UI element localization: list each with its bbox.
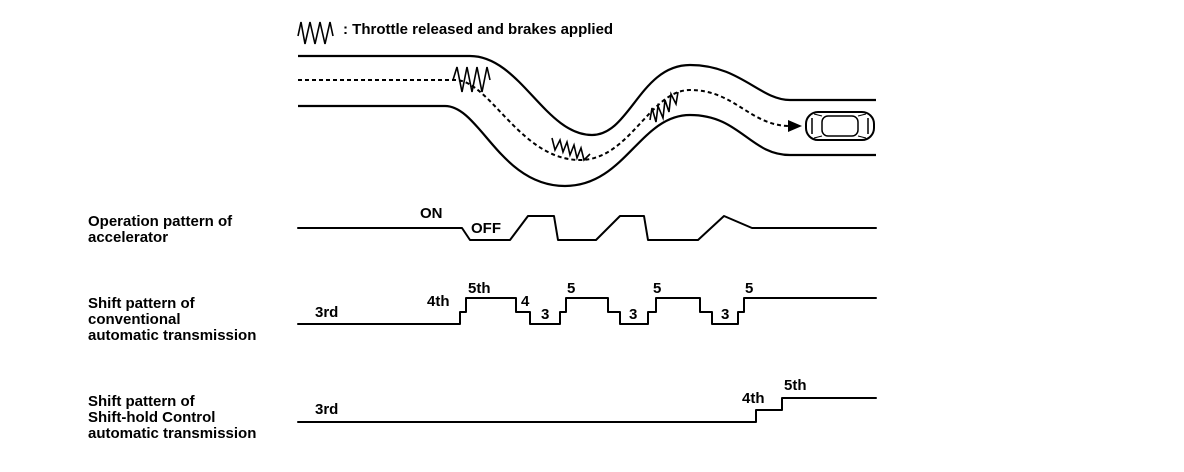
row-label-line: Shift pattern of (88, 295, 196, 312)
shift-hold-row: Shift pattern of Shift-hold Control auto… (88, 377, 877, 442)
accelerator-trace (297, 215, 877, 241)
row-label-line: Shift-hold Control (88, 409, 215, 426)
road-outer-edge (298, 54, 876, 137)
row-label-line: Operation pattern of (88, 213, 233, 230)
road-illustration (298, 54, 876, 188)
off-label: OFF (471, 220, 501, 237)
row-label-line: automatic transmission (88, 425, 256, 442)
gear-label: 5 (653, 280, 661, 297)
on-label: ON (420, 205, 443, 222)
gear-label: 3 (629, 306, 637, 323)
gear-label: 5th (784, 377, 807, 394)
gear-label: 3 (541, 306, 549, 323)
zigzag-icon (297, 21, 334, 45)
legend-text: : Throttle released and brakes applied (343, 21, 613, 38)
zigzag-icon (649, 91, 679, 123)
gear-label: 4th (742, 390, 765, 407)
row-label-line: accelerator (88, 229, 168, 246)
zigzag-icon (452, 66, 491, 93)
conventional-shift-trace (297, 297, 877, 325)
shift-hold-trace (297, 397, 877, 423)
gear-label: 4th (427, 293, 450, 310)
gear-label: 5 (745, 280, 753, 297)
gear-label: 5th (468, 280, 491, 297)
legend: : Throttle released and brakes applied (297, 21, 613, 45)
gear-label: 3rd (315, 401, 338, 418)
row-label-line: conventional (88, 311, 181, 328)
gear-label: 5 (567, 280, 575, 297)
row-label-line: automatic transmission (88, 327, 256, 344)
arrow-head-icon (788, 120, 802, 132)
car-icon (805, 111, 875, 141)
gear-label: 4 (521, 293, 530, 310)
accelerator-row: Operation pattern of accelerator ON OFF (88, 205, 877, 246)
road-inner-edge (298, 104, 876, 188)
row-label-line: Shift pattern of (88, 393, 196, 410)
zigzag-icon (551, 137, 591, 162)
gear-label: 3 (721, 306, 729, 323)
gear-label: 3rd (315, 304, 338, 321)
conventional-row: Shift pattern of conventional automatic … (88, 280, 877, 344)
